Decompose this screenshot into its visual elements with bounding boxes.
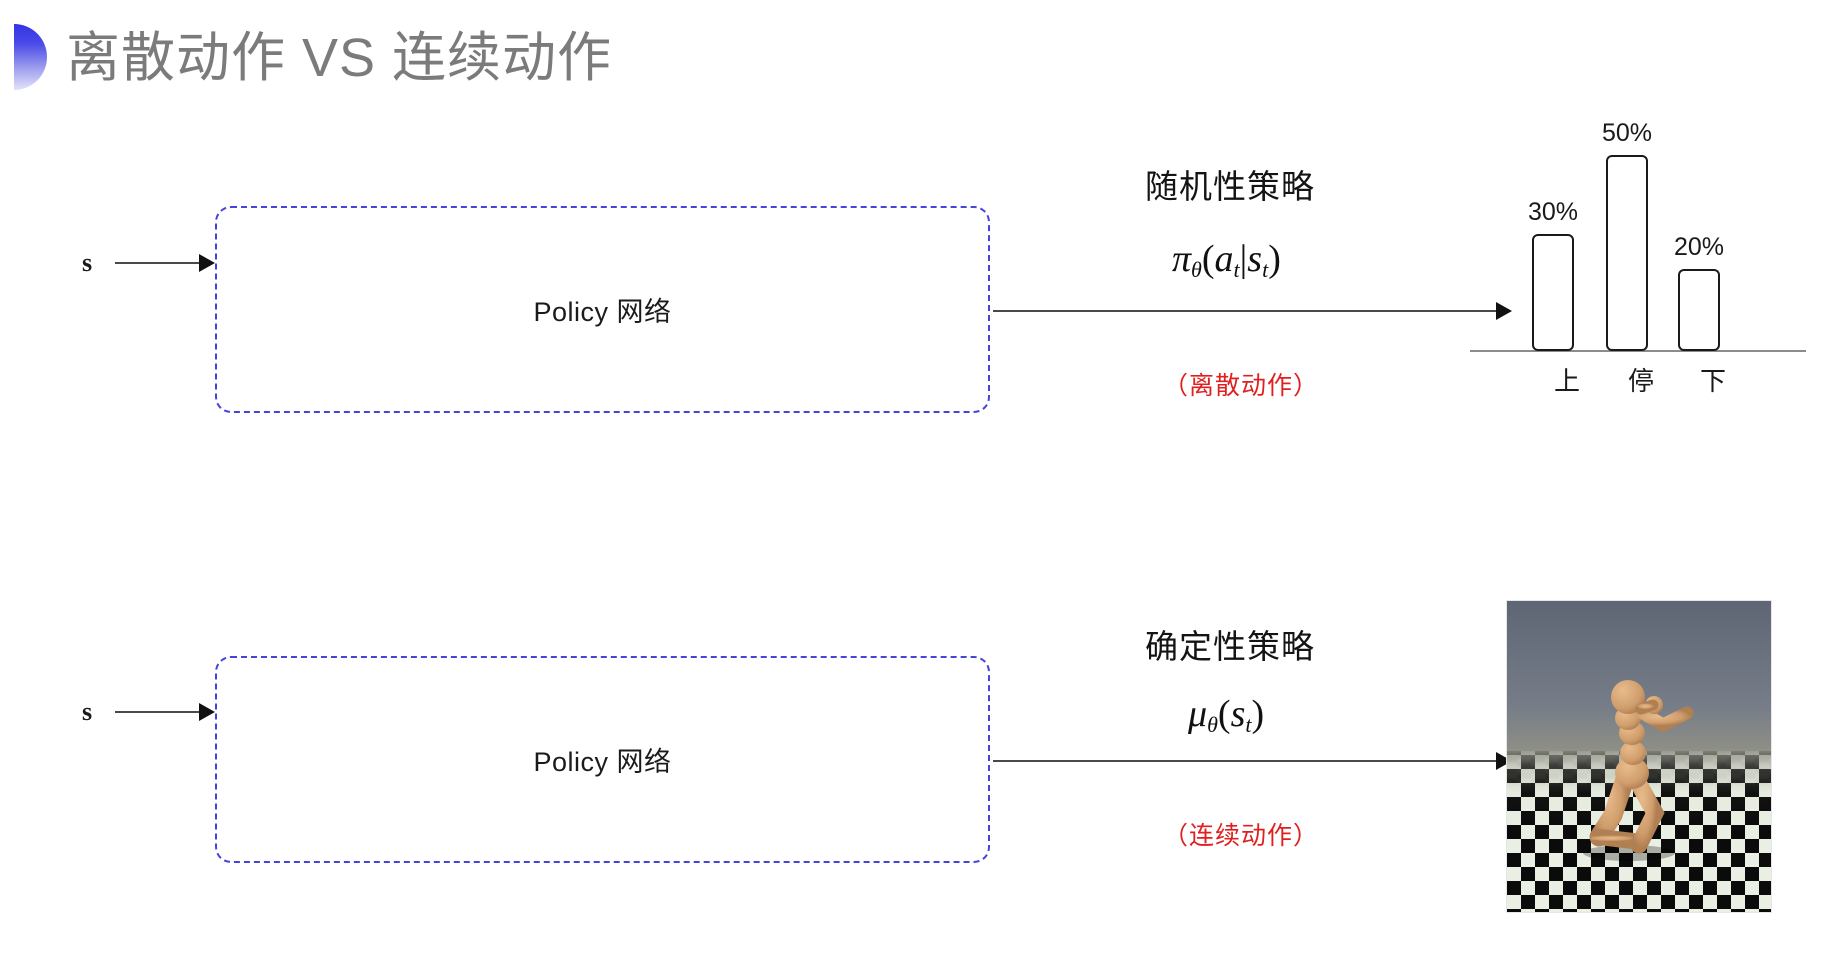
humanoid-simulation-image	[1506, 600, 1772, 913]
bar-chart-baseline	[1470, 350, 1806, 352]
formula-row2: μθ(st)	[1188, 692, 1264, 738]
state-label-row2: s	[82, 697, 93, 726]
formula-open-paren: (	[1217, 693, 1231, 735]
formula-state-symbol: s	[1247, 238, 1263, 280]
output-arrow-line-row1	[993, 310, 1505, 312]
policy-network-box-row2[interactable]: Policy 网络	[215, 656, 990, 863]
formula-state-subscript: t	[1245, 712, 1252, 738]
humanoid-body	[1583, 680, 1694, 861]
formula-state-symbol: s	[1230, 693, 1246, 735]
formula-theta-subscript: θ	[1191, 257, 1202, 283]
bar-rect-1	[1606, 155, 1648, 351]
policy-kind-row1: 随机性策略	[1145, 168, 1315, 205]
bar-category-1: 停	[1627, 366, 1654, 396]
input-arrow-line-row2	[115, 711, 213, 713]
formula-action-symbol: a	[1214, 238, 1234, 280]
formula-state-subscript: t	[1262, 257, 1269, 283]
formula-pi-symbol: π	[1172, 238, 1192, 280]
title-bullet-icon	[14, 24, 47, 90]
output-arrow-line-row2	[993, 760, 1505, 762]
policy-network-label-row1: Policy 网络	[533, 297, 672, 327]
formula-action-subscript: t	[1233, 257, 1240, 283]
formula-mu-symbol: μ	[1188, 693, 1208, 735]
formula-close-paren: )	[1251, 693, 1265, 735]
formula-open-paren: (	[1201, 238, 1215, 280]
bar-value-0: 30%	[1527, 198, 1579, 226]
policy-kind-row2: 确定性策略	[1145, 628, 1315, 665]
policy-network-box-row1[interactable]: Policy 网络	[215, 206, 990, 413]
input-arrow-head-row2	[199, 703, 215, 721]
bar-value-1: 50%	[1601, 119, 1653, 147]
page-title: 离散动作 VS 连续动作	[66, 28, 613, 88]
humanoid-scene-svg	[1507, 601, 1771, 912]
formula-close-paren: )	[1268, 238, 1281, 280]
state-label-row1: s	[82, 248, 93, 277]
action-note-row2: （连续动作）	[1163, 822, 1320, 850]
bar-rect-0	[1532, 234, 1574, 351]
formula-theta-subscript: θ	[1207, 712, 1218, 738]
bar-category-2: 下	[1699, 366, 1726, 396]
output-arrow-head-row1	[1496, 302, 1512, 320]
bar-rect-2	[1678, 269, 1720, 351]
formula-conditional-bar: |	[1239, 238, 1248, 280]
input-arrow-head-row1	[199, 254, 215, 272]
discrete-action-bar-chart: 30% 50% 20% 上 停 下	[1470, 100, 1810, 400]
policy-network-label-row2: Policy 网络	[533, 747, 672, 777]
bar-category-0: 上	[1553, 366, 1580, 396]
input-arrow-line-row1	[115, 262, 213, 264]
action-note-row1: （离散动作）	[1163, 372, 1320, 400]
formula-row1: πθ(at|st)	[1172, 237, 1281, 283]
bar-value-2: 20%	[1673, 233, 1725, 261]
